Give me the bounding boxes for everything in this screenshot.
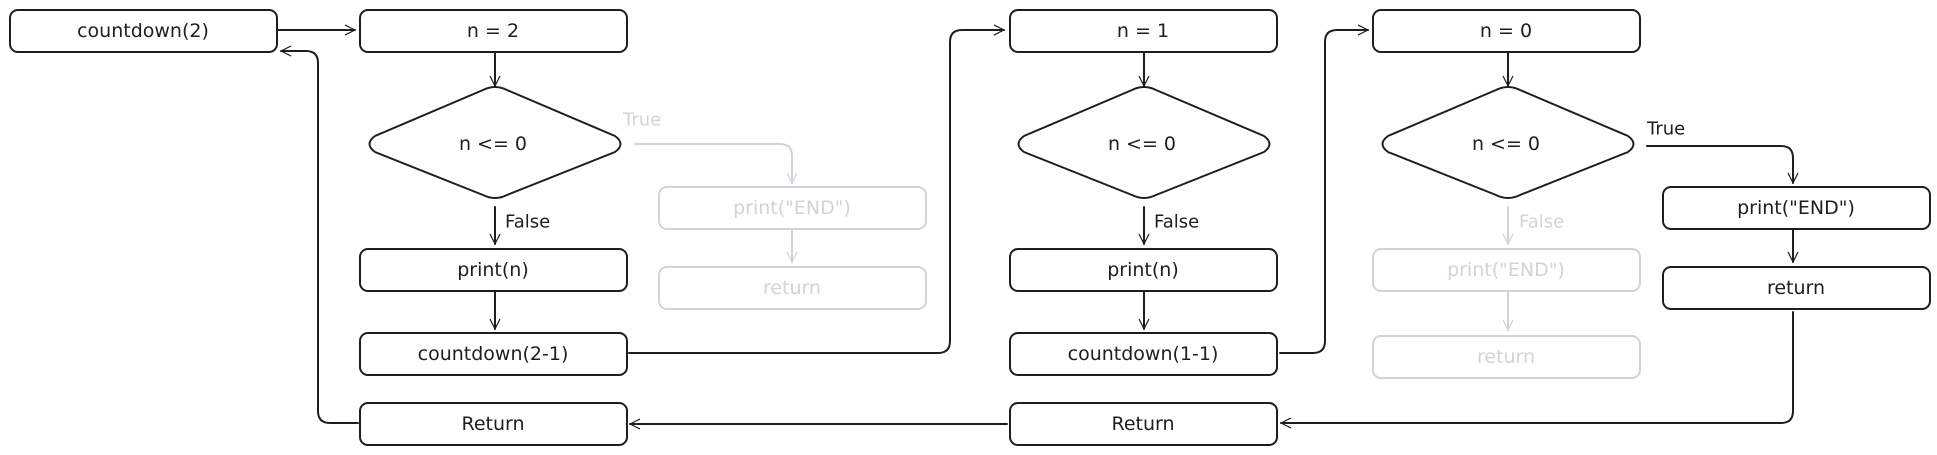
- node-label: print(n): [457, 259, 529, 281]
- node-print-end-3-faded: print("END"): [1372, 248, 1641, 292]
- node-label: Return: [461, 413, 524, 435]
- node-call-countdown-1-1: countdown(1-1): [1009, 332, 1278, 376]
- node-label: print("END"): [1737, 197, 1855, 219]
- node-label: Return: [1111, 413, 1174, 435]
- node-label: return: [1767, 277, 1825, 299]
- node-label: n = 2: [467, 20, 519, 42]
- node-condition-3: n <= 0: [1381, 86, 1635, 199]
- node-return-frame-1: Return: [359, 402, 628, 446]
- node-condition-1: n <= 0: [368, 86, 622, 199]
- node-label: n <= 0: [1472, 133, 1540, 155]
- node-assign-n0: n = 0: [1372, 9, 1641, 53]
- node-label: print(n): [1107, 259, 1179, 281]
- node-print-end-3: print("END"): [1662, 186, 1931, 230]
- node-label: n = 0: [1480, 20, 1532, 42]
- false-label: False: [1154, 212, 1199, 233]
- node-label: print("END"): [1447, 259, 1565, 281]
- node-print-n-2: print(n): [1009, 248, 1278, 292]
- node-label: countdown(2): [77, 20, 209, 42]
- edge-return3-to-return2: [1280, 311, 1794, 429]
- node-label: return: [1477, 346, 1535, 368]
- node-print-n-1: print(n): [359, 248, 628, 292]
- node-condition-2: n <= 0: [1017, 86, 1271, 199]
- true-label: True: [1646, 119, 1685, 140]
- edge-call2-to-n0: [1279, 24, 1369, 354]
- false-label: False: [1519, 212, 1564, 233]
- edge-call1-to-n1: [628, 24, 1005, 354]
- node-label: print("END"): [733, 197, 851, 219]
- node-call-countdown-2: countdown(2): [9, 9, 278, 53]
- node-return-3-faded: return: [1372, 335, 1641, 379]
- node-call-countdown-2-1: countdown(2-1): [359, 332, 628, 376]
- true-label: True: [622, 110, 661, 131]
- node-label: return: [763, 277, 821, 299]
- node-label: n <= 0: [459, 133, 527, 155]
- edge-return-to-caller: [280, 45, 359, 424]
- node-print-end-1-faded: print("END"): [658, 186, 927, 230]
- node-label: countdown(2-1): [418, 343, 569, 365]
- node-assign-n1: n = 1: [1009, 9, 1278, 53]
- false-label: False: [505, 212, 550, 233]
- node-label: n <= 0: [1108, 133, 1176, 155]
- edge-cond1-true: [634, 143, 798, 184]
- node-return-1-faded: return: [658, 266, 927, 310]
- node-label: countdown(1-1): [1068, 343, 1219, 365]
- edge-cond3-true: [1646, 145, 1799, 184]
- node-return-frame-2: Return: [1009, 402, 1278, 446]
- node-assign-n2: n = 2: [359, 9, 628, 53]
- node-return-3: return: [1662, 266, 1931, 310]
- node-label: n = 1: [1117, 20, 1169, 42]
